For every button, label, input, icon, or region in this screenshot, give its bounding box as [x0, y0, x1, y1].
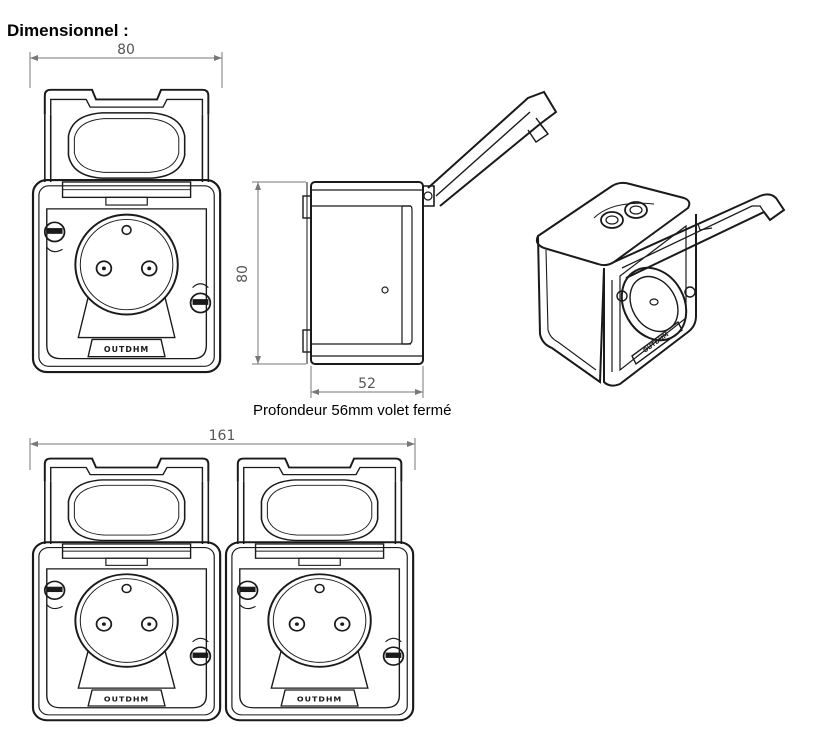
dimension-side-depth: 52 — [310, 366, 424, 398]
dim-label-80-width: 80 — [117, 42, 135, 58]
depth-caption: Profondeur 56mm volet fermé — [253, 402, 452, 419]
dimension-side-height: 80 — [235, 181, 306, 365]
front-view-double — [31, 457, 415, 722]
side-view — [302, 90, 558, 365]
front-view-single — [31, 88, 222, 374]
dimension-single-width: 80 — [29, 42, 223, 88]
page-title: Dimensionnel : — [7, 21, 129, 40]
dimension-double-width: 161 — [29, 428, 416, 470]
dim-label-80-height: 80 — [235, 265, 251, 283]
iso-brand-logo: OUTDHM — [642, 331, 670, 354]
dim-label-161: 161 — [209, 428, 236, 444]
dim-label-52: 52 — [358, 376, 376, 392]
isometric-view: OUTDHM — [535, 181, 786, 387]
